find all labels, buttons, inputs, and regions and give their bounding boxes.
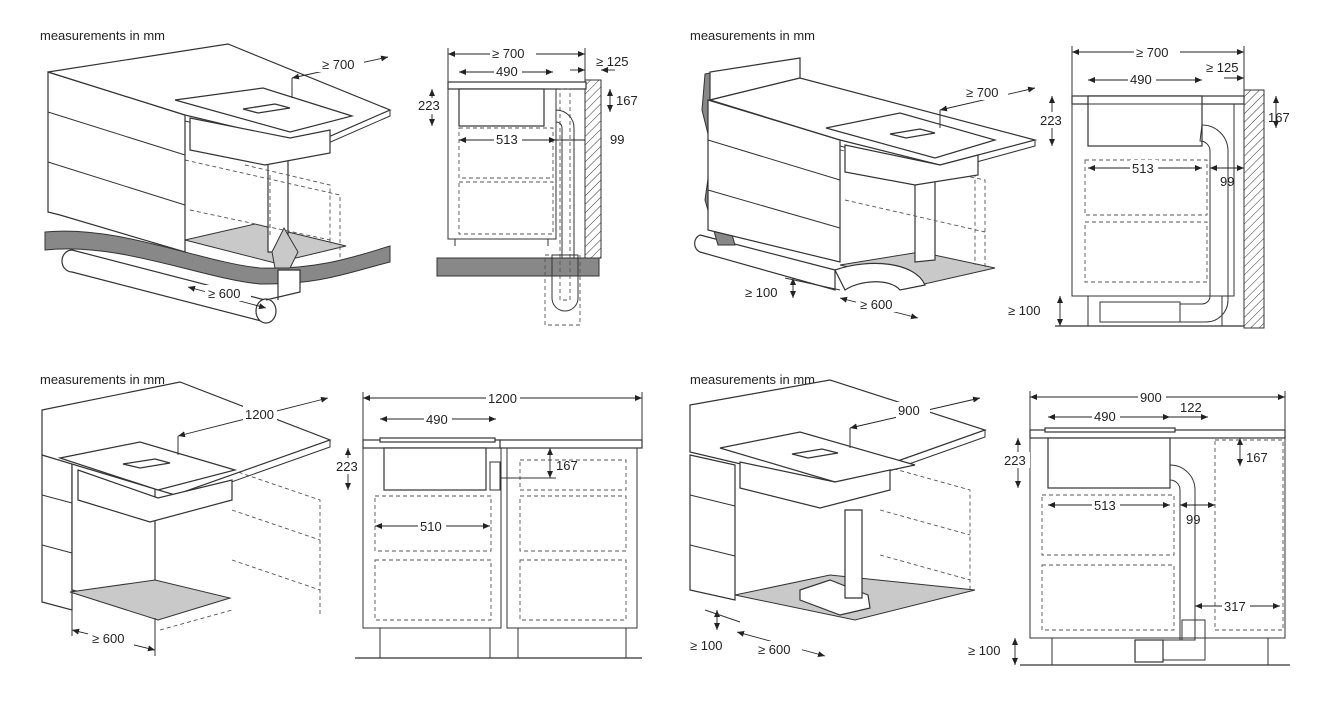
wall [1243, 89, 1265, 329]
base-plate [184, 223, 347, 264]
dim-label: ≥ 700 [966, 85, 998, 100]
panel-heading: measurements in mm [40, 28, 165, 43]
drawer-unit [689, 454, 736, 601]
dim-label: 99 [610, 132, 624, 147]
dim-label: 513 [1132, 161, 1154, 176]
panel-bottom-right: measurements in mm 900 ≥ 100 ≥ 600 [689, 372, 1290, 666]
panel-top-right: measurements in mm ≥ 700 ≥ 1 [690, 28, 1290, 329]
dim-label: ≥ 125 [596, 54, 628, 69]
base-plate [69, 579, 232, 621]
elevation-view: 1200 490 223 167 510 [334, 390, 643, 659]
dim-label: 1200 [488, 391, 517, 406]
dim-label: 99 [1220, 174, 1234, 189]
dim-label: ≥ 100 [1008, 303, 1040, 318]
dim-label: 223 [336, 459, 358, 474]
floor-slab [436, 257, 600, 277]
cooktop [174, 87, 355, 133]
elevation-view: 900 490 122 223 167 513 99 317 ≥ 100 [968, 389, 1290, 666]
dim-label: 490 [426, 412, 448, 427]
drawer-unit [41, 454, 73, 611]
perspective-view: 1200 ≥ 600 [41, 381, 332, 656]
dim-label: 167 [1246, 450, 1268, 465]
dim-label: ≥ 600 [208, 286, 240, 301]
panel-heading: measurements in mm [690, 28, 815, 43]
dim-label: 317 [1224, 599, 1246, 614]
dim-label: ≥ 700 [1136, 45, 1168, 60]
panel-top-left: measurements in mm [40, 28, 638, 326]
dim-label: ≥ 100 [968, 643, 1000, 658]
dim-label: 900 [898, 403, 920, 418]
perspective-view: ≥ 700 ≥ 100 ≥ 600 [694, 57, 1038, 320]
dim-label: ≥ 600 [860, 297, 892, 312]
dim-label: 223 [1040, 113, 1062, 128]
cooktop [57, 441, 238, 491]
cooktop [825, 112, 998, 159]
dim-label: 223 [1004, 453, 1026, 468]
elevation-view: ≥ 700 490 ≥ 125 223 167 513 99 [416, 45, 638, 326]
elevation-view: ≥ 700 490 ≥ 125 223 167 513 99 ≥ 100 [1008, 44, 1290, 329]
dim-label: ≥ 125 [1206, 60, 1238, 75]
panel-bottom-left: measurements in mm 1200 ≥ 600 [40, 372, 643, 659]
floor-section [44, 230, 391, 285]
floor-duct [694, 234, 836, 291]
dim-label: ≥ 600 [92, 631, 124, 646]
dim-label: 510 [420, 519, 442, 534]
dim-label: 167 [556, 458, 578, 473]
dim-label: 223 [418, 98, 440, 113]
panel-heading: measurements in mm [40, 372, 165, 387]
dim-label: ≥ 100 [745, 285, 777, 300]
dim-label: 490 [496, 64, 518, 79]
floor-duct [799, 579, 871, 616]
dim-label: 490 [1094, 409, 1116, 424]
dim-label: 490 [1130, 72, 1152, 87]
dim-label: 167 [616, 93, 638, 108]
dim-label: 513 [1094, 498, 1116, 513]
dim-label: ≥ 700 [492, 46, 524, 61]
dim-label: 513 [496, 132, 518, 147]
dim-label: ≥ 700 [322, 57, 354, 72]
dim-label: ≥ 100 [690, 638, 722, 653]
wall [584, 79, 602, 259]
dim-label: 900 [1140, 390, 1162, 405]
dim-label: ≥ 600 [758, 642, 790, 657]
dim-label: 99 [1186, 512, 1200, 527]
dim-label: 1200 [245, 407, 274, 422]
panel-heading: measurements in mm [690, 372, 815, 387]
perspective-view: ≥ 700 ≥ 600 [44, 43, 392, 324]
perspective-view: 900 ≥ 100 ≥ 600 [689, 379, 987, 658]
dim-label: 122 [1180, 400, 1202, 415]
dim-label: 167 [1268, 110, 1290, 125]
